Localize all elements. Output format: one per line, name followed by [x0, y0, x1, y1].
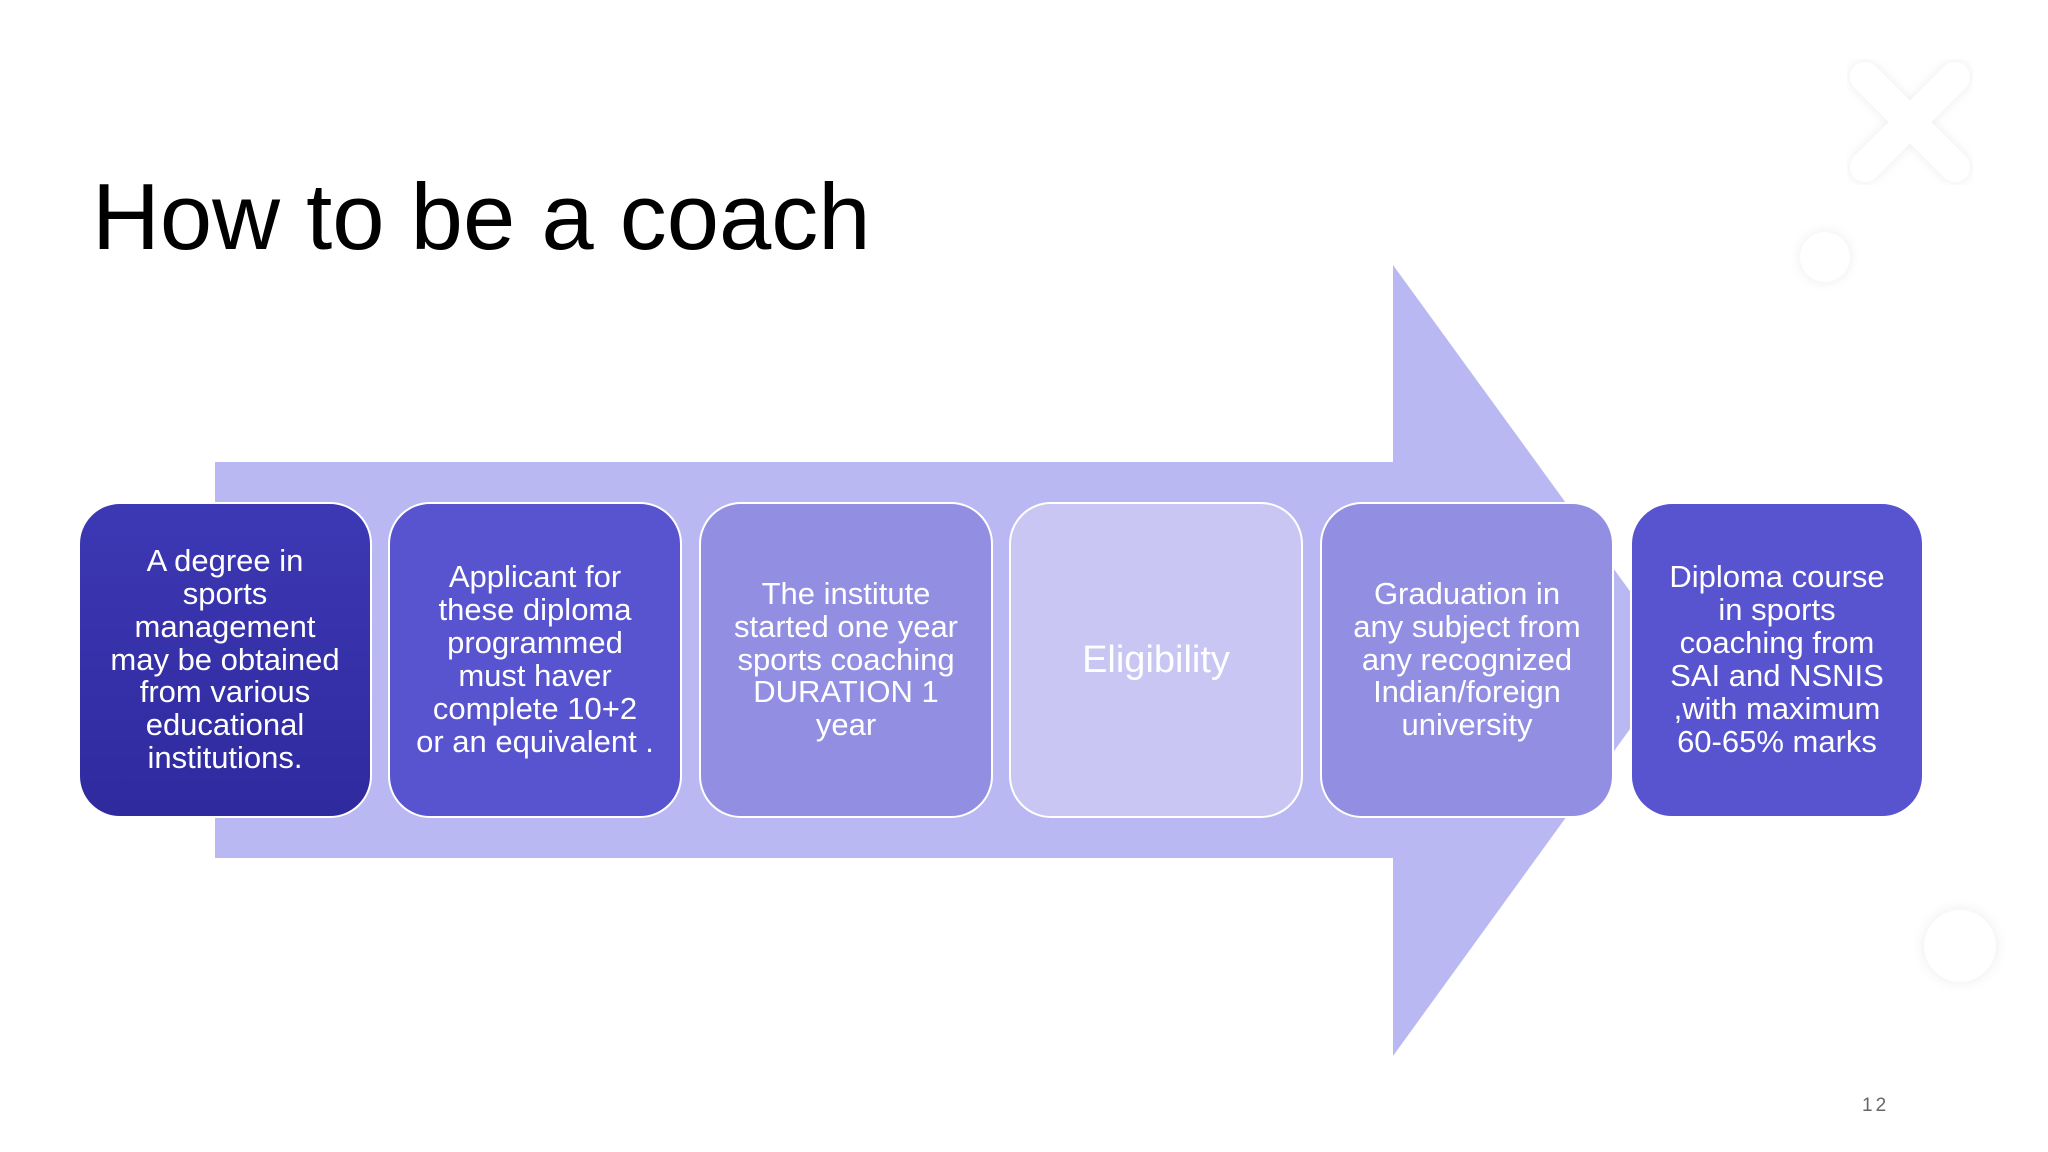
page-number: 12: [1862, 1095, 1890, 1116]
step-text: Eligibility: [1082, 638, 1230, 681]
step-box: The institute started one year sports co…: [699, 502, 993, 818]
step-box: A degree in sports management may be obt…: [78, 502, 372, 818]
step-text: A degree in sports management may be obt…: [110, 542, 340, 776]
close-icon: [1850, 62, 1970, 182]
step-text: Applicant for these diploma programmed m…: [416, 559, 654, 759]
step-box: Applicant for these diploma programmed m…: [388, 502, 682, 818]
step-text: Graduation in any subject from any recog…: [1353, 575, 1581, 743]
circle-decoration: [1800, 232, 1850, 282]
step-box: Diploma course in sports coaching from S…: [1630, 502, 1924, 818]
step-text: Diploma course in sports coaching from S…: [1669, 559, 1885, 759]
step-text: The institute started one year sports co…: [733, 575, 959, 743]
circle-decoration: [1924, 910, 1996, 982]
step-box-eligibility: Eligibility: [1009, 502, 1303, 818]
step-box: Graduation in any subject from any recog…: [1320, 502, 1614, 818]
page-title: How to be a coach: [92, 164, 871, 269]
